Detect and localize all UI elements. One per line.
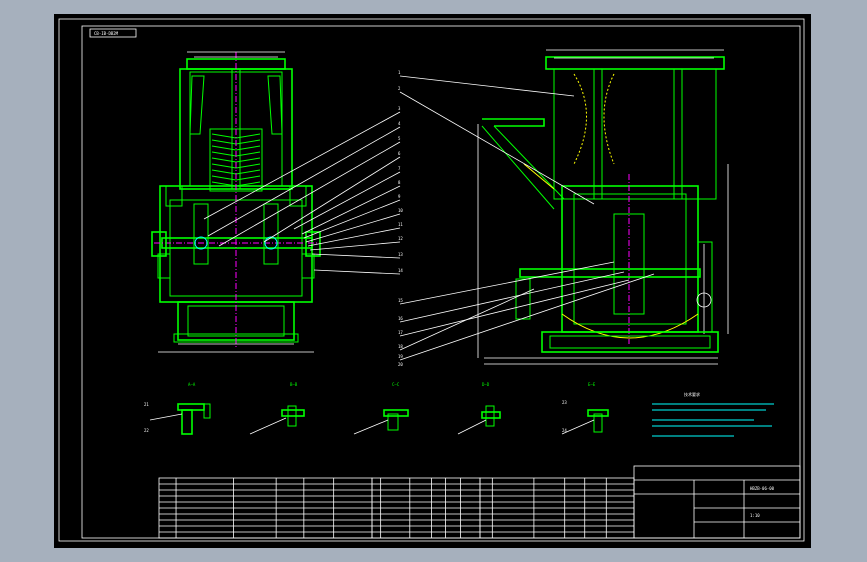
balloon-10: 10 bbox=[398, 208, 403, 213]
section-d-label: D—D bbox=[482, 382, 490, 387]
tech-requirements-title: 技术要求 bbox=[684, 391, 700, 397]
balloon-24: 24 bbox=[562, 428, 567, 433]
drawing-number: HBZB-06-00 bbox=[750, 486, 775, 491]
bill-of-materials bbox=[158, 477, 635, 539]
balloon-22: 22 bbox=[144, 428, 149, 433]
balloon-2: 2 bbox=[398, 86, 401, 91]
balloon-21: 21 bbox=[144, 402, 149, 407]
section-details: A—A B—B C—C D—D E—E bbox=[149, 382, 609, 435]
leader-lines bbox=[203, 75, 655, 361]
section-e-label: E—E bbox=[588, 382, 596, 387]
balloon-7: 7 bbox=[398, 166, 401, 171]
balloon-11: 11 bbox=[398, 222, 403, 227]
title-tag-text: CB-IB-DB2M bbox=[94, 31, 119, 36]
balloon-18: 18 bbox=[398, 344, 403, 349]
balloon-19: 19 bbox=[398, 354, 403, 359]
drawing-canvas: CB-IB-DB2M bbox=[58, 18, 805, 542]
cad-viewport[interactable]: CB-IB-DB2M bbox=[54, 14, 811, 548]
balloon-5: 5 bbox=[398, 136, 401, 141]
balloon-16: 16 bbox=[398, 316, 403, 321]
balloon-17: 17 bbox=[398, 330, 403, 335]
section-b-label: B—B bbox=[290, 382, 298, 387]
balloon-23: 23 bbox=[562, 400, 567, 405]
balloon-column: 1 2 3 4 5 6 7 8 9 10 11 12 13 14 15 16 1… bbox=[398, 70, 403, 367]
balloon-1: 1 bbox=[398, 70, 401, 75]
balloon-13: 13 bbox=[398, 252, 403, 257]
balloon-12: 12 bbox=[398, 236, 403, 241]
side-view bbox=[477, 49, 729, 365]
front-view bbox=[151, 51, 321, 353]
tech-requirements: 技术要求 bbox=[652, 391, 774, 437]
balloon-6: 6 bbox=[398, 151, 401, 156]
title-tag: CB-IB-DB2M bbox=[89, 28, 137, 38]
balloon-4: 4 bbox=[398, 121, 401, 126]
balloon-3: 3 bbox=[398, 106, 401, 111]
section-a-label: A—A bbox=[188, 382, 196, 387]
balloon-20: 20 bbox=[398, 362, 403, 367]
balloon-8: 8 bbox=[398, 180, 401, 185]
balloon-14: 14 bbox=[398, 268, 403, 273]
balloon-9: 9 bbox=[398, 194, 401, 199]
outer-frame bbox=[58, 18, 805, 542]
title-block: HBZB-06-00 1:10 bbox=[633, 465, 801, 539]
section-balloons: 21 22 23 24 bbox=[144, 400, 567, 433]
section-c-label: C—C bbox=[392, 382, 400, 387]
balloon-15: 15 bbox=[398, 298, 403, 303]
drawing-scale: 1:10 bbox=[750, 513, 760, 518]
